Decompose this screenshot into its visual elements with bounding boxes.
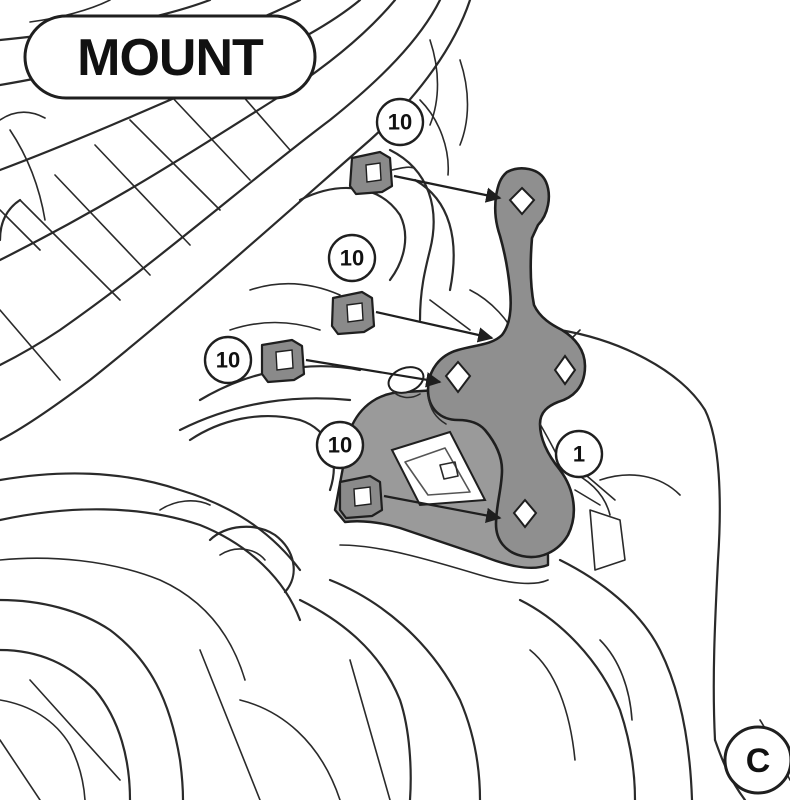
part-1-plate	[387, 167, 587, 559]
arrow-lower	[383, 494, 502, 523]
callout-part-1-label: 1	[573, 442, 585, 467]
title-text: MOUNT	[77, 29, 264, 87]
title-badge: MOUNT	[23, 14, 317, 100]
arrow-upper-mid	[375, 310, 494, 343]
callout-clip-lower-label: 10	[328, 433, 352, 458]
assembly-arrows	[305, 174, 502, 523]
view-label-text: C	[746, 742, 771, 780]
view-label-badge: C	[723, 725, 790, 795]
clip-top	[348, 150, 415, 196]
callout-clip-left-label: 10	[216, 348, 240, 373]
callout-part-1: 1	[554, 429, 604, 479]
callout-clip-lower: 10	[315, 420, 365, 470]
clip-left	[260, 338, 306, 384]
callout-clip-upper-mid: 10	[327, 233, 377, 283]
arrow-top	[393, 174, 502, 203]
arrow-left	[305, 358, 442, 388]
callout-clip-top-label: 10	[388, 110, 412, 135]
callout-clip-top: 10	[375, 97, 425, 147]
callout-clip-left: 10	[203, 335, 253, 385]
callout-clip-upper-mid-label: 10	[340, 246, 364, 271]
clip-upper-mid	[330, 290, 376, 336]
clip-lower	[338, 474, 384, 520]
